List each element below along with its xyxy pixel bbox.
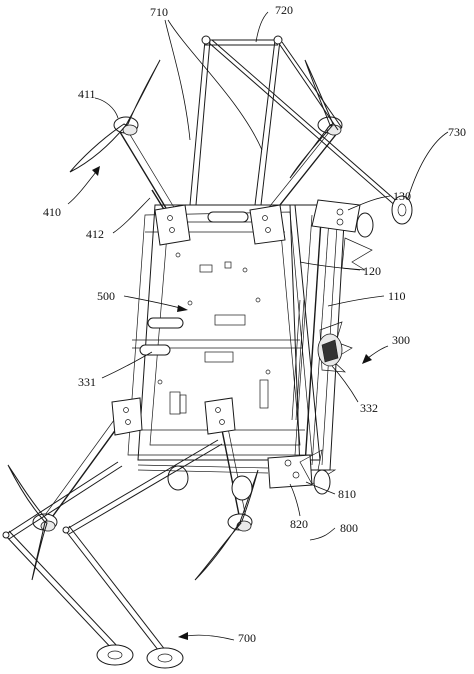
label-130: 130 (393, 189, 411, 203)
lower-left-arm (7, 397, 143, 581)
top-support-legs (189, 35, 413, 225)
upper-left-arm (69, 59, 191, 246)
label-411: 411 (78, 87, 96, 101)
label-710: 710 (150, 5, 168, 19)
reference-arrows (67, 166, 389, 641)
label-331: 331 (78, 375, 96, 389)
label-700: 700 (238, 631, 256, 645)
label-120: 120 (363, 264, 381, 278)
label-412: 412 (86, 227, 104, 241)
label-300: 300 (392, 333, 410, 347)
label-500: 500 (97, 289, 115, 303)
label-820: 820 (290, 517, 308, 531)
lower-right-arm (194, 397, 259, 581)
label-332: 332 (360, 401, 378, 415)
label-810: 810 (338, 487, 356, 501)
bottom-support-legs (2, 439, 223, 669)
lower-wheels (137, 464, 269, 501)
label-800: 800 (340, 521, 358, 535)
label-720: 720 (275, 3, 293, 17)
label-410: 410 (43, 205, 61, 219)
label-110: 110 (388, 289, 406, 303)
brush-assembly (299, 212, 374, 495)
label-730: 730 (448, 125, 466, 139)
leader-lines (94, 11, 449, 541)
